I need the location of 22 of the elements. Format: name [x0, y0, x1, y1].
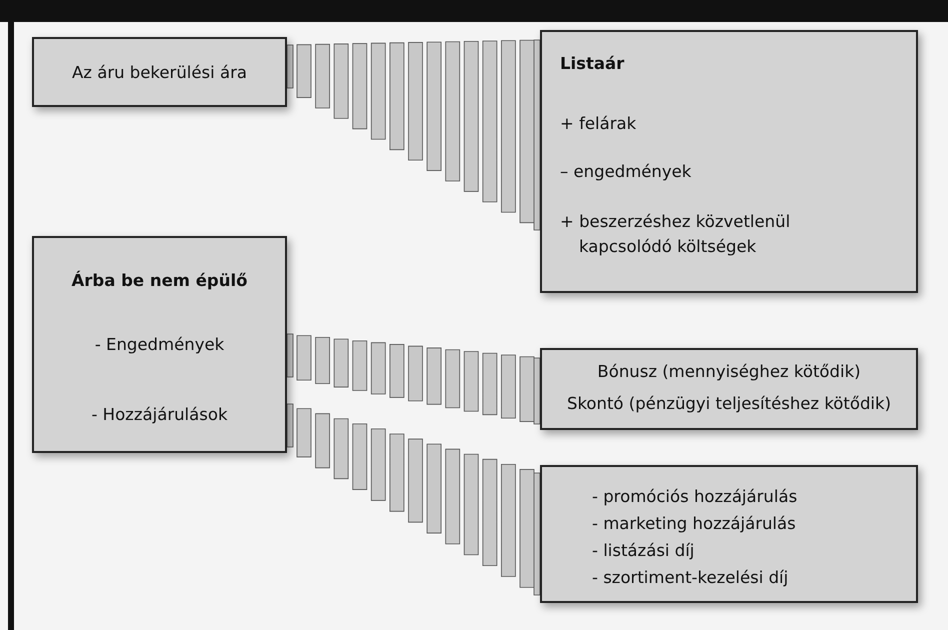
- item-text: Skontó (pénzügyi teljesítéshez kötődik): [566, 394, 892, 413]
- text-box: [540, 30, 918, 293]
- heading: Listaár: [560, 54, 624, 73]
- text-box: [32, 236, 287, 453]
- item-text: + felárak: [560, 114, 636, 133]
- item-text: + beszerzéshez közvetlenül kapcsolódó költségek: [560, 211, 792, 258]
- item-text: - szortiment-kezelési díj: [592, 568, 788, 587]
- text-box: [32, 37, 287, 107]
- heading: Árba be nem épülő: [70, 271, 248, 290]
- item-text: - Hozzájárulások: [90, 405, 228, 424]
- item-text: – engedmények: [560, 162, 692, 181]
- item-text: Az áru bekerülési ára: [71, 63, 248, 82]
- text-box: [540, 348, 918, 430]
- item-text: - listázási díj: [592, 541, 694, 560]
- bar-fan-connector: [286, 334, 540, 424]
- item-text: Bónusz (mennyiséghez kötődik): [596, 362, 862, 381]
- item-text: - Engedmények: [94, 335, 226, 354]
- text-box: [540, 465, 918, 603]
- bar-fan-connector: [286, 404, 540, 596]
- item-text: - marketing hozzájárulás: [592, 514, 796, 533]
- item-text: - promóciós hozzájárulás: [592, 487, 798, 506]
- bar-fan-connector: [286, 40, 540, 230]
